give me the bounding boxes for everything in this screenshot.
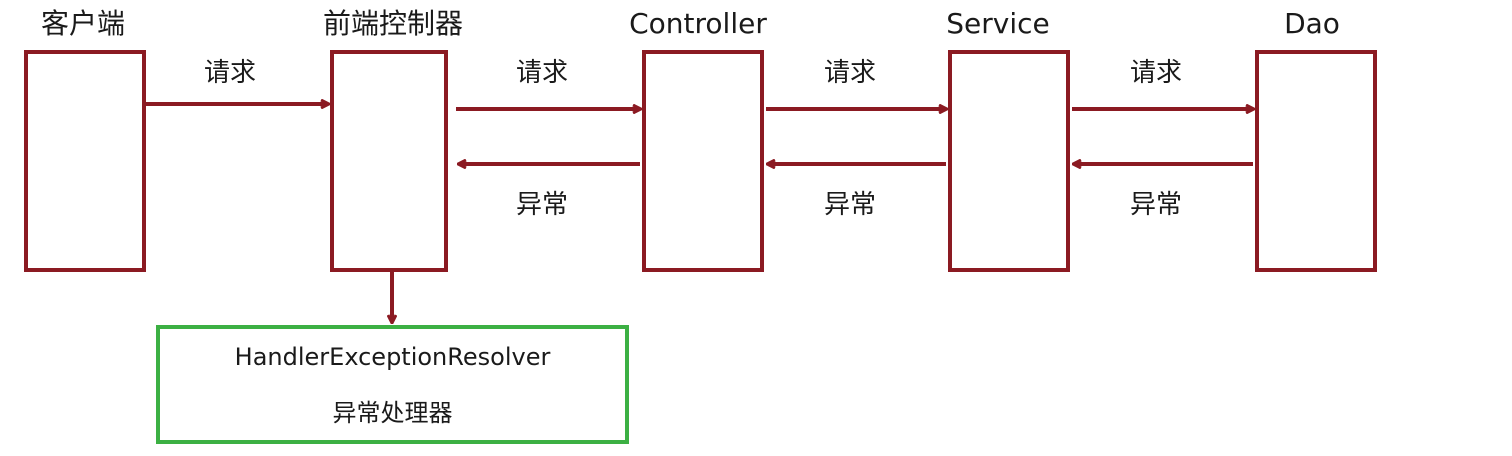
handler-name: HandlerExceptionResolver [234, 343, 551, 371]
node-title-client: 客户端 [40, 7, 125, 40]
service-box [948, 50, 1070, 272]
exception-label-1: 异常 [515, 190, 568, 220]
request-label-2: 请求 [515, 58, 568, 88]
request-label-3: 请求 [823, 58, 876, 88]
node-title-controller: Controller [629, 7, 767, 40]
exception-label-3: 异常 [1129, 190, 1182, 220]
controller-box [642, 50, 764, 272]
node-title-service: Service [946, 7, 1050, 40]
dao-box [1255, 50, 1377, 272]
exception-handler-box: HandlerExceptionResolver 异常处理器 [156, 325, 629, 444]
exception-label-2: 异常 [823, 190, 876, 220]
client-box [24, 50, 146, 272]
node-title-dispatcher: 前端控制器 [322, 7, 463, 40]
request-label-1: 请求 [203, 58, 256, 88]
request-label-4: 请求 [1129, 58, 1182, 88]
node-title-dao: Dao [1284, 7, 1340, 40]
handler-subtitle: 异常处理器 [332, 399, 453, 427]
dispatcher-box [330, 50, 448, 272]
